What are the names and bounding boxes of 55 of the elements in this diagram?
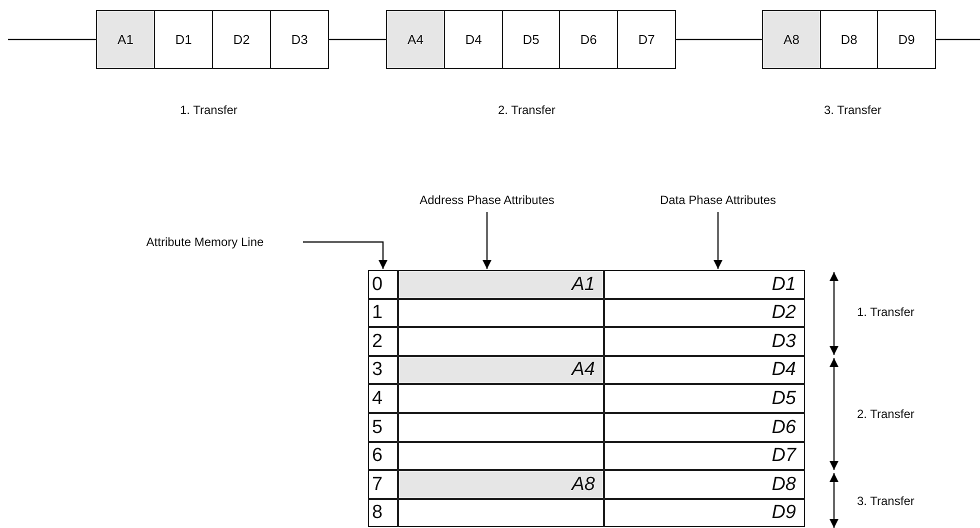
table-cell: D6	[604, 413, 805, 442]
table-cell	[398, 299, 604, 327]
leader-arrow	[482, 212, 492, 269]
row-number: 3	[368, 356, 398, 384]
row-number: 4	[368, 384, 398, 413]
callout-label: Attribute Memory Line	[115, 233, 295, 251]
table-cell: A1	[398, 270, 604, 299]
table-cell	[398, 499, 604, 527]
row-number: 2	[368, 327, 398, 356]
row-number: 8	[368, 499, 398, 527]
callout-label: Data Phase Attributes	[622, 191, 814, 209]
connector-line	[676, 38, 762, 40]
transfer-label: 3. Transfer	[857, 494, 914, 508]
leader-arrow	[303, 241, 388, 269]
table-cell	[398, 413, 604, 442]
transfer-cell: D1	[154, 10, 213, 69]
transfer-label: 1. Transfer	[857, 305, 914, 319]
transfer-cell: D5	[502, 10, 560, 69]
table-cell: D1	[604, 270, 805, 299]
table-cell: D7	[604, 442, 805, 470]
transfer-cell: A8	[762, 10, 821, 69]
transfer-cell: D9	[877, 10, 936, 69]
callout-label: Address Phase Attributes	[405, 191, 569, 209]
transfer-cell: D8	[820, 10, 878, 69]
transfer-label: 2. Transfer	[857, 407, 914, 421]
table-cell: D2	[604, 299, 805, 327]
row-number: 5	[368, 413, 398, 442]
transfer-label: 3. Transfer	[824, 103, 882, 117]
table-cell: D3	[604, 327, 805, 356]
row-number: 7	[368, 470, 398, 499]
table-cell: A8	[398, 470, 604, 499]
row-number: 6	[368, 442, 398, 470]
transfer-label: 2. Transfer	[498, 103, 556, 117]
table-cell: D4	[604, 356, 805, 384]
row-number: 1	[368, 299, 398, 327]
table-cell: D5	[604, 384, 805, 413]
transfer-cell: A1	[96, 10, 155, 69]
row-number: 0	[368, 270, 398, 299]
transfer-cell: D4	[444, 10, 503, 69]
leader-arrow	[714, 212, 722, 269]
table-cell	[398, 327, 604, 356]
transfer-cell: D3	[270, 10, 329, 69]
transfer-cell: D2	[212, 10, 271, 69]
transfer-cell: D7	[617, 10, 676, 69]
table-cell: D9	[604, 499, 805, 527]
transfer-cell: A4	[386, 10, 445, 69]
connector-line	[936, 38, 980, 40]
connector-line	[8, 38, 96, 40]
transfer-cell: D6	[559, 10, 618, 69]
table-cell	[398, 442, 604, 470]
table-cell	[398, 384, 604, 413]
table-cell: D8	[604, 470, 805, 499]
transfer-label: 1. Transfer	[180, 103, 238, 117]
table-cell: A4	[398, 356, 604, 384]
connector-line	[329, 38, 386, 40]
